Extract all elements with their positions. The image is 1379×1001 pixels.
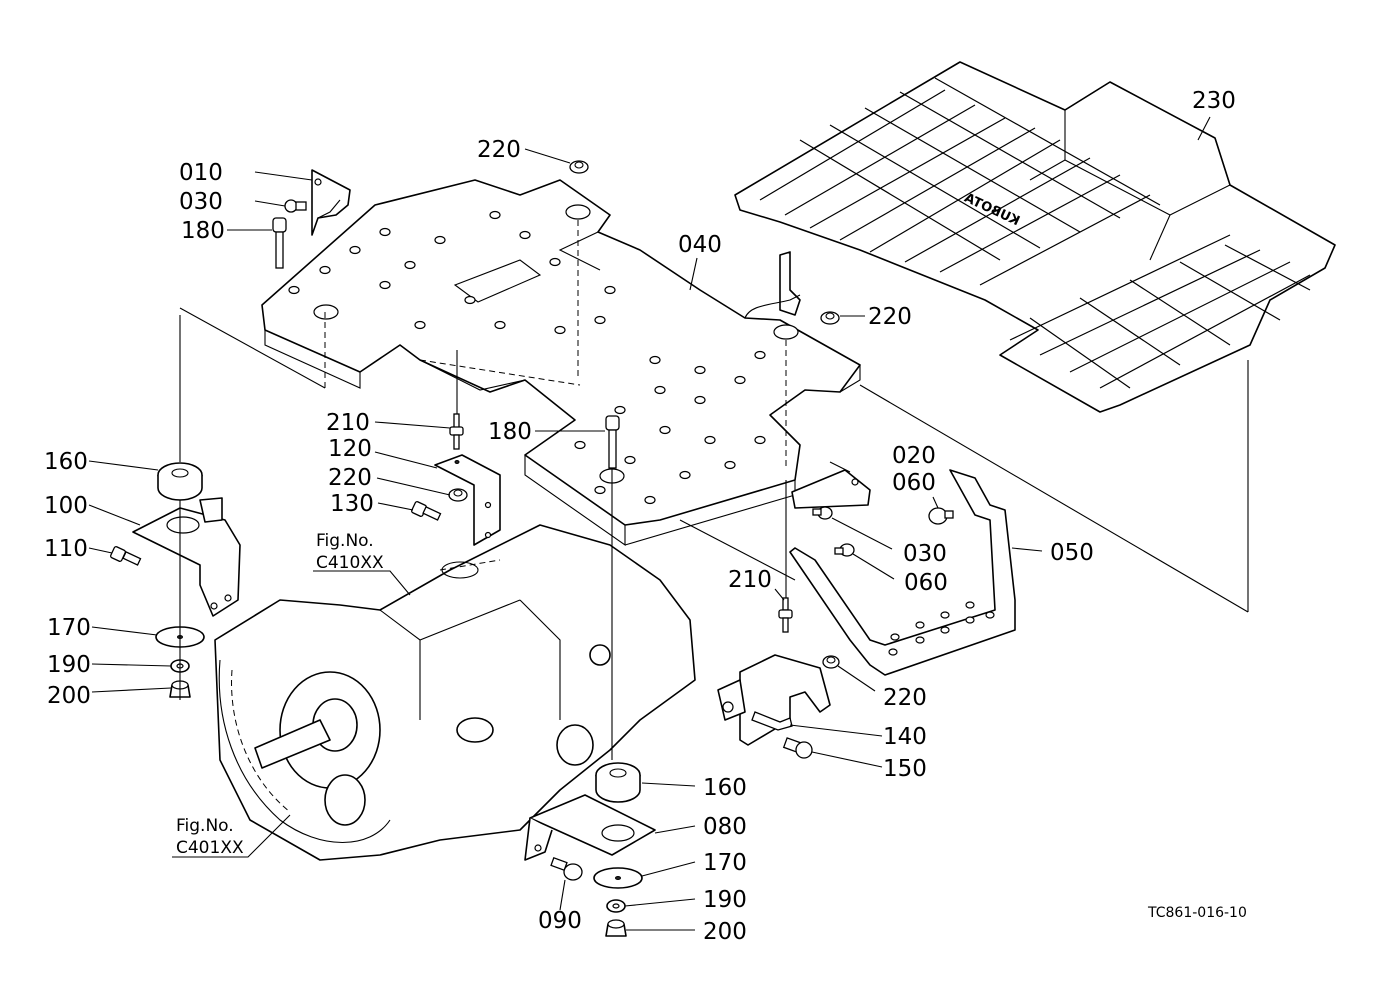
- callout-150: 150: [883, 756, 927, 782]
- callout-160: 160: [44, 449, 88, 475]
- transmission-housing: [214, 524, 696, 861]
- callout-110: 110: [44, 536, 88, 562]
- bolt-060-upper: [928, 507, 954, 525]
- callout-100: 100: [44, 493, 88, 519]
- bolt-030-right: [812, 506, 833, 520]
- floor-plate-040: [261, 179, 861, 547]
- pin-140: [751, 711, 793, 731]
- stud-210-right: [778, 597, 793, 633]
- bolt-090: [550, 857, 583, 881]
- figure-reference-c401xx[interactable]: Fig.No. C401XX: [176, 816, 244, 858]
- callout-040: 040: [678, 232, 722, 258]
- fig-ref-label: Fig.No.: [316, 531, 374, 551]
- callout-220: 220: [477, 137, 521, 163]
- nut-200-lower: [605, 919, 627, 937]
- callout-060: 060: [892, 470, 936, 496]
- step-050: [789, 469, 1016, 676]
- fig-ref-label: Fig.No.: [176, 816, 234, 836]
- flange-nut-220-right: [820, 311, 840, 325]
- callout-210: 210: [728, 567, 772, 593]
- callout-210: 210: [326, 410, 370, 436]
- bolt-150: [782, 737, 813, 759]
- callout-050: 050: [1050, 540, 1094, 566]
- bolt-180: [272, 217, 287, 269]
- leader-lines: [88, 116, 1211, 931]
- floor-mat-230: KUBOTA: [734, 61, 1336, 413]
- callout-200: 200: [47, 683, 91, 709]
- callout-170: 170: [703, 850, 747, 876]
- callout-010: 010: [179, 160, 223, 186]
- rubber-mount-160-lower: [595, 762, 641, 803]
- drawing-code: TC861-016-10: [1147, 905, 1247, 921]
- callout-labels: 010 030 180 220 040 220 230 210 180 120 …: [44, 88, 1236, 945]
- callout-220: 220: [883, 685, 927, 711]
- bracket-020: [791, 469, 871, 509]
- bracket-100: [132, 497, 241, 617]
- bracket-010: [311, 169, 351, 236]
- callout-190: 190: [47, 652, 91, 678]
- callout-200: 200: [703, 919, 747, 945]
- hook-bracket: [744, 251, 801, 319]
- flange-nut-220-lower: [822, 655, 840, 669]
- bolt-060-lower: [834, 543, 855, 557]
- callout-190: 190: [703, 887, 747, 913]
- bolt-030: [284, 199, 307, 213]
- callout-020: 020: [892, 443, 936, 469]
- callout-170: 170: [47, 615, 91, 641]
- callout-220: 220: [328, 465, 372, 491]
- callout-060: 060: [904, 570, 948, 596]
- callout-180: 180: [488, 419, 532, 445]
- callout-180: 180: [181, 218, 225, 244]
- spring-washer-190-lower: [606, 899, 626, 913]
- rubber-mount-160-left: [157, 462, 203, 501]
- callout-220: 220: [868, 304, 912, 330]
- callout-230: 230: [1192, 88, 1236, 114]
- callout-080: 080: [703, 814, 747, 840]
- callout-140: 140: [883, 724, 927, 750]
- fig-ref-code[interactable]: C401XX: [176, 838, 244, 858]
- washer-170-lower: [593, 867, 643, 889]
- bracket-120: [434, 454, 501, 546]
- lower-bracket: [717, 654, 831, 746]
- fig-ref-code[interactable]: C410XX: [316, 553, 384, 573]
- callout-090: 090: [538, 908, 582, 934]
- flange-nut-220: [569, 160, 589, 174]
- callout-130: 130: [330, 491, 374, 517]
- callout-030: 030: [179, 189, 223, 215]
- bracket-080: [524, 794, 656, 861]
- callout-120: 120: [328, 436, 372, 462]
- figure-reference-c410xx[interactable]: Fig.No. C410XX: [316, 531, 384, 573]
- callout-160: 160: [703, 775, 747, 801]
- bolt-130: [411, 501, 442, 521]
- stud-210-center: [449, 413, 464, 450]
- flange-nut-220-center: [448, 488, 468, 502]
- callout-030: 030: [903, 541, 947, 567]
- bolt-110: [110, 546, 142, 566]
